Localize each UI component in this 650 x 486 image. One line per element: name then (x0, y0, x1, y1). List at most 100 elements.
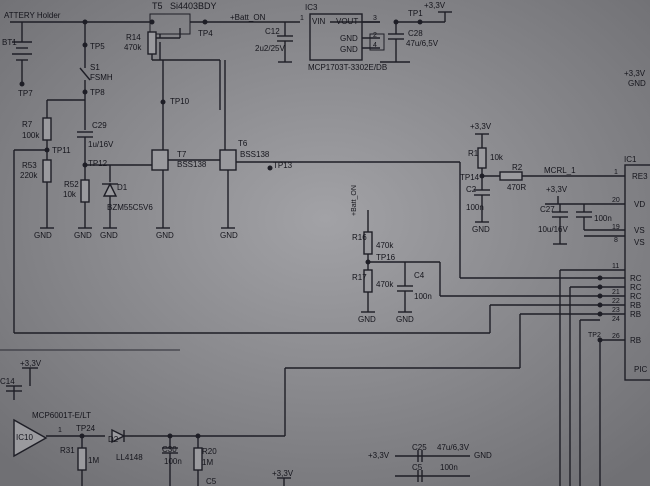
ic1-pin-rc3: RC (630, 292, 642, 301)
r52-value: 10k (63, 190, 77, 199)
ic1-pinnum-20: 20 (612, 197, 620, 204)
ic3-vin: VIN (312, 17, 326, 26)
ic1-pinnum-1: 1 (614, 169, 618, 176)
r17-label: R17 (352, 273, 367, 282)
ic3-gnd1: GND (340, 34, 358, 43)
c29-value: 1u/16V (88, 140, 114, 149)
tp13-label: TP13 (273, 161, 293, 170)
c27-label: C27 (540, 205, 555, 214)
tp11-label: TP11 (52, 146, 71, 155)
c30-value: 100n (164, 457, 182, 466)
c4-value: 100n (414, 292, 432, 301)
battery-bt1 (12, 22, 32, 87)
c5-label-right: C5 (412, 463, 423, 472)
r53-label: R53 (22, 161, 37, 170)
gnd-t7: GND (156, 231, 174, 240)
v33-bottom2-label: +3,3V (368, 451, 390, 460)
r14-label: R14 (126, 33, 141, 42)
ic10-pin1: 1 (58, 427, 62, 434)
ic1-pinnum-11: 11 (612, 263, 619, 270)
battery-holder-label: ATTERY Holder (4, 11, 61, 20)
t6-name: BSS138 (240, 150, 270, 159)
t5-name: Si4403BDY (170, 1, 217, 11)
gnd-t6: GND (220, 231, 238, 240)
divider-r7-r53 (13, 117, 54, 333)
c12-value: 2u2/25V (255, 44, 285, 53)
tp1-label: TP1 (408, 9, 423, 18)
tp2-label: TP2 (588, 332, 601, 339)
c14-label: C14 (0, 377, 15, 386)
r17-value: 470k (376, 280, 394, 289)
ic1-pin-vd: VD (634, 200, 645, 209)
mosfets-t7-t6 (151, 60, 460, 229)
batt-on-vertical: +Batt_ON (351, 185, 358, 216)
caps-c25-c5 (395, 450, 470, 482)
v33-c27-label: +3,3V (546, 185, 568, 194)
t7-name: BSS138 (177, 160, 207, 169)
ic1-pin-rc1: RC (630, 274, 642, 283)
cap-c27 (545, 196, 625, 245)
ic3-label: IC3 (305, 3, 318, 12)
ic10-part: MCP6001T-E/LT (32, 411, 91, 420)
tp16-label: TP16 (376, 253, 396, 262)
gnd-c2: GND (472, 225, 490, 234)
gnd-c25: GND (474, 451, 492, 460)
c28-label: C28 (408, 29, 423, 38)
bt1-label: BT1 (2, 38, 17, 47)
r2-label: R2 (512, 163, 523, 172)
c27-value-b: 10u/16V (538, 225, 568, 234)
r7-value: 100k (22, 131, 40, 140)
ic1-label: IC1 (624, 155, 637, 164)
r1-value: 10k (490, 153, 504, 162)
gnd-r53: GND (34, 231, 52, 240)
gnd-right: GND (628, 79, 646, 88)
v33-right-label: +3,3V (624, 69, 646, 78)
v33-bottom-label: +3,3V (272, 469, 294, 478)
fsmh-label: FSMH (90, 73, 113, 82)
ic3-vout: VOUT (336, 17, 358, 26)
cap-c28 (380, 19, 423, 63)
ic3-pin4: 4 (373, 42, 377, 49)
c4-label: C4 (414, 271, 425, 280)
ic1-pinnum-19: 19 (612, 224, 620, 231)
r53-value: 220k (20, 171, 38, 180)
batt-on-net: +Batt_ON (230, 13, 266, 22)
gnd-c4: GND (396, 315, 414, 324)
ic1-pin-rb3: RB (630, 336, 641, 345)
ic3-pin1: 1 (300, 15, 304, 22)
regulator-ic3 (309, 13, 385, 61)
v33-r1-label: +3,3V (470, 122, 492, 131)
ic10-label: IC10 (16, 433, 33, 442)
gnd-r52: GND (74, 231, 92, 240)
c29-label: C29 (92, 121, 107, 130)
gnd-r17: GND (358, 315, 376, 324)
c29-r52-d1 (77, 131, 155, 229)
c28-value: 47u/6,5V (406, 39, 439, 48)
c30-label: C30 (162, 445, 177, 454)
r31-label: R31 (60, 446, 75, 455)
ic1-pin-rc2: RC (630, 283, 642, 292)
r31-value: 1M (88, 456, 99, 465)
r52-label: R52 (64, 180, 79, 189)
routing-to-ic1 (14, 162, 603, 486)
tp10-label: TP10 (170, 97, 190, 106)
t5-label: T5 (152, 1, 163, 11)
tp5-label: TP5 (90, 42, 105, 51)
c27-value-a: 100n (594, 214, 612, 223)
r16-value: 470k (376, 241, 394, 250)
c5-value: 100n (440, 463, 458, 472)
c2-label: C2 (466, 185, 477, 194)
ic1-pinnum-21: 21 (612, 289, 620, 296)
mclr-net: MCRL_1 (544, 166, 576, 175)
c12-label: C12 (265, 27, 280, 36)
r2-value: 470R (507, 183, 526, 192)
ic1-pinnum-26: 26 (612, 333, 620, 340)
d1-name: BZM55C5V6 (107, 203, 153, 212)
ic1-pin-re3: RE3 (632, 172, 648, 181)
ic1-pin-vs2: VS (634, 238, 645, 247)
c25-value: 47u/6,3V (437, 443, 470, 452)
r14-value: 470k (124, 43, 142, 52)
ic3-part: MCP1703T-3302E/DB (308, 63, 387, 72)
mosfet-t5 (147, 13, 221, 110)
